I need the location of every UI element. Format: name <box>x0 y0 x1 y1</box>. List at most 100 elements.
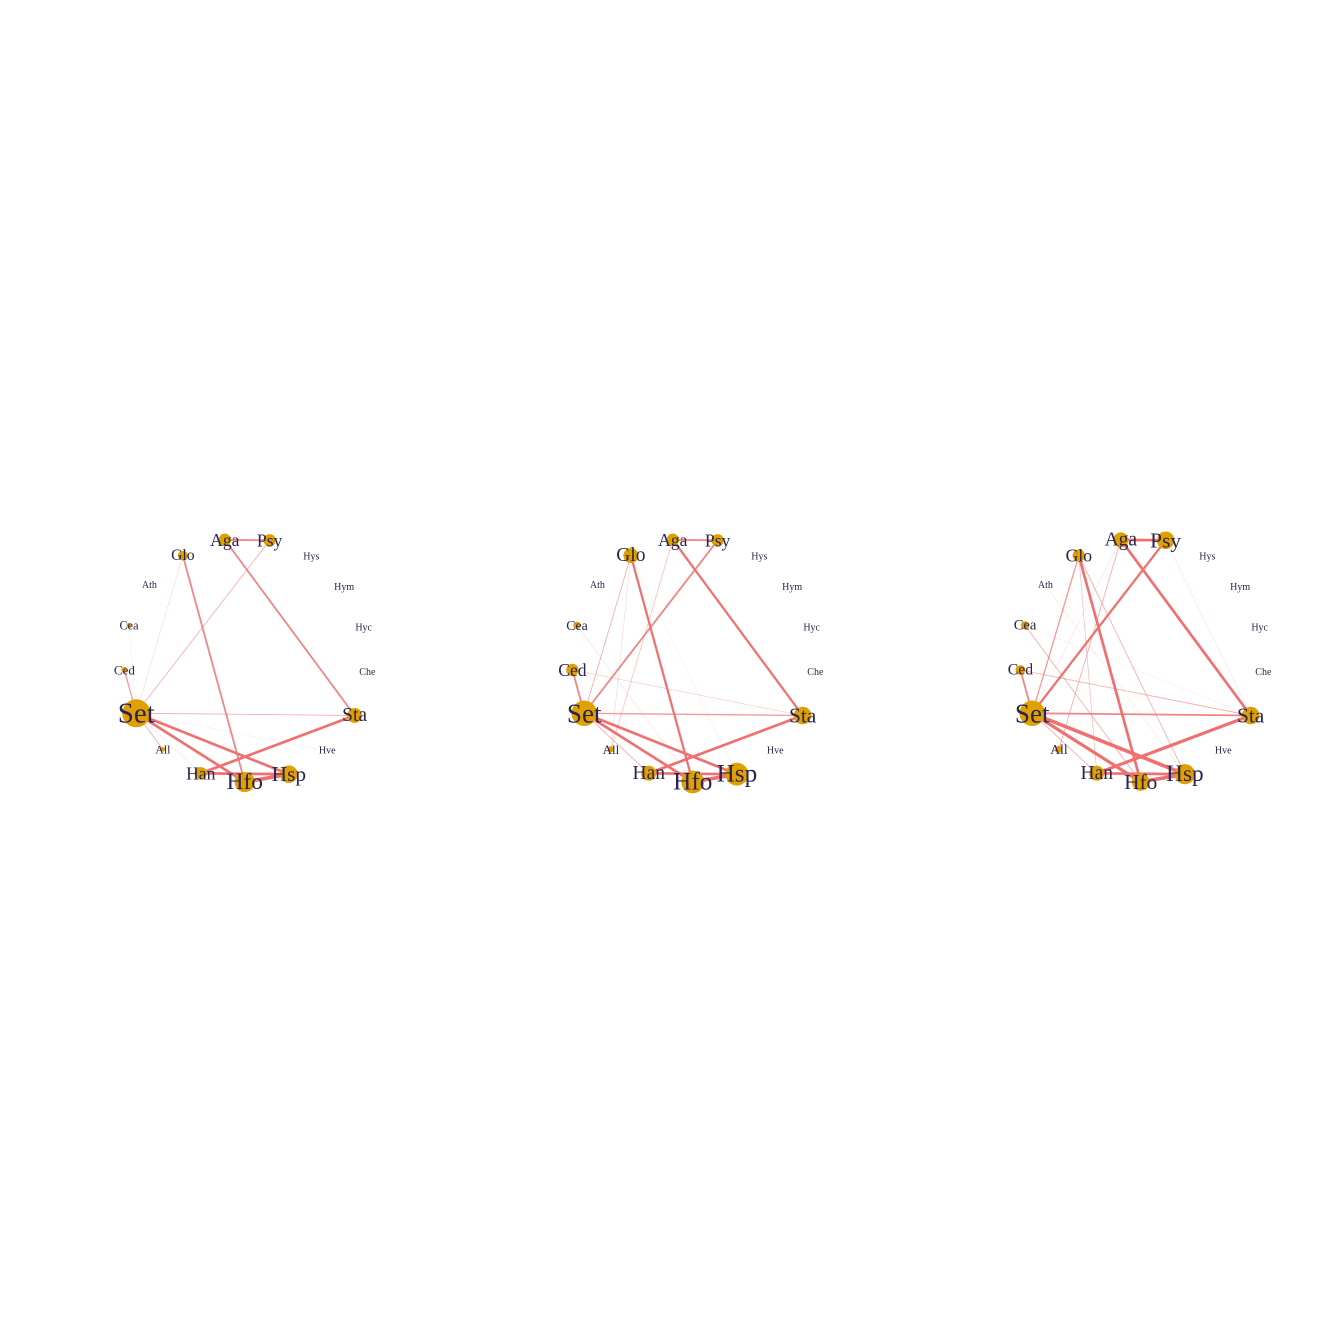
node-label-all: All <box>155 742 171 756</box>
node-glo <box>177 550 188 561</box>
node-label-hym: Hym <box>1230 582 1250 593</box>
node-label-all: All <box>1050 742 1068 757</box>
edge-glo-hfo <box>1077 554 1143 784</box>
node-label-set: Set <box>1015 698 1050 728</box>
node-label-hys: Hys <box>751 551 767 562</box>
edge-sta-han <box>1095 713 1253 775</box>
node-label-ced: Ced <box>558 660 587 680</box>
node-label-all: All <box>603 742 620 757</box>
node-label-cea: Cea <box>566 618 587 633</box>
edge-aga-set <box>1032 539 1121 714</box>
edge-cea-set <box>128 625 137 714</box>
edge-glo-hsp <box>630 555 738 775</box>
node-hsp <box>280 765 298 784</box>
node-label-hyc: Hyc <box>1251 622 1268 633</box>
node-all <box>160 747 166 752</box>
node-label-hve: Hve <box>1215 745 1232 756</box>
edge-aga-all <box>610 539 674 750</box>
edge-sta-cea <box>1024 625 1251 716</box>
node-cea <box>573 621 581 630</box>
edge-sta-han <box>647 714 804 775</box>
node-label-psy: Psy <box>1150 528 1181 552</box>
node-label-sta: Sta <box>342 705 367 726</box>
node-label-glo: Glo <box>616 545 645 566</box>
node-glo <box>1072 549 1086 562</box>
node-label-sta: Sta <box>789 703 817 727</box>
node-label-ath: Ath <box>590 580 605 591</box>
edge-han-set <box>1031 712 1098 774</box>
node-label-hsp: Hsp <box>272 762 306 786</box>
node-label-hve: Hve <box>319 745 336 756</box>
node-ced <box>121 666 128 674</box>
node-glo <box>623 548 639 564</box>
node-set <box>122 699 151 728</box>
edge-sta-set <box>583 712 804 717</box>
edge-glo-set <box>136 555 184 714</box>
edge-sta-han <box>199 714 356 775</box>
node-label-glo: Glo <box>1066 546 1093 566</box>
edge-sta-ced <box>1019 669 1252 716</box>
node-label-ced: Ced <box>1008 662 1033 679</box>
node-label-hyc: Hyc <box>355 622 372 633</box>
node-han <box>1089 765 1105 781</box>
edge-set-hsp <box>134 711 291 776</box>
edge-cea-hfo <box>1024 624 1142 783</box>
node-sta <box>347 707 363 723</box>
node-label-hsp: Hsp <box>717 761 758 788</box>
node-sta <box>1241 706 1260 725</box>
node-label-psy: Psy <box>257 530 283 550</box>
node-aga <box>666 533 680 547</box>
edge-set-hve <box>136 713 328 752</box>
node-label-han: Han <box>186 763 216 783</box>
node-ced <box>1015 665 1026 675</box>
node-aga <box>1113 532 1129 548</box>
node-label-che: Che <box>359 667 376 678</box>
node-label-ath: Ath <box>1038 580 1053 591</box>
node-label-aga: Aga <box>658 530 688 550</box>
node-set <box>1019 700 1045 726</box>
edge-glo-hfo <box>181 554 246 783</box>
node-all <box>607 746 614 753</box>
node-label-han: Han <box>633 763 666 784</box>
node-label-hys: Hys <box>1199 551 1215 562</box>
edge-layer <box>1019 538 1253 784</box>
node-psy <box>1156 531 1175 550</box>
edge-glo-set <box>583 555 632 714</box>
edge-sta-ced <box>572 669 803 716</box>
node-all <box>1055 745 1063 753</box>
node-aga <box>218 533 232 547</box>
node-psy <box>711 534 724 547</box>
node-ced <box>566 663 579 677</box>
edge-set-hsp <box>1030 711 1187 777</box>
edge-ath-hsp <box>1045 585 1186 775</box>
edge-sta-set <box>135 712 356 716</box>
node-sta <box>793 706 812 725</box>
node-label-hfo: Hfo <box>673 768 712 795</box>
node-label-set: Set <box>118 697 155 729</box>
edge-set-hsp <box>582 711 739 776</box>
node-hfo <box>681 770 705 794</box>
edge-aga-sta <box>223 538 356 717</box>
node-label-hys: Hys <box>303 551 319 562</box>
node-label-aga: Aga <box>210 530 240 550</box>
node-label-set: Set <box>567 698 602 728</box>
edge-glo-set <box>1031 554 1080 714</box>
edge-set-hfo <box>134 711 247 784</box>
edge-sta-set <box>1031 712 1252 717</box>
node-label-hym: Hym <box>334 582 354 593</box>
edge-glo-hfo <box>629 554 694 784</box>
node-label-psy: Psy <box>705 530 731 550</box>
node-hfo <box>1131 773 1150 791</box>
node-hsp <box>725 762 749 786</box>
node-label-hsp: Hsp <box>1166 761 1204 787</box>
node-label-ced: Ced <box>114 663 135 678</box>
node-label-han: Han <box>1081 763 1114 784</box>
node-label-che: Che <box>807 667 824 678</box>
